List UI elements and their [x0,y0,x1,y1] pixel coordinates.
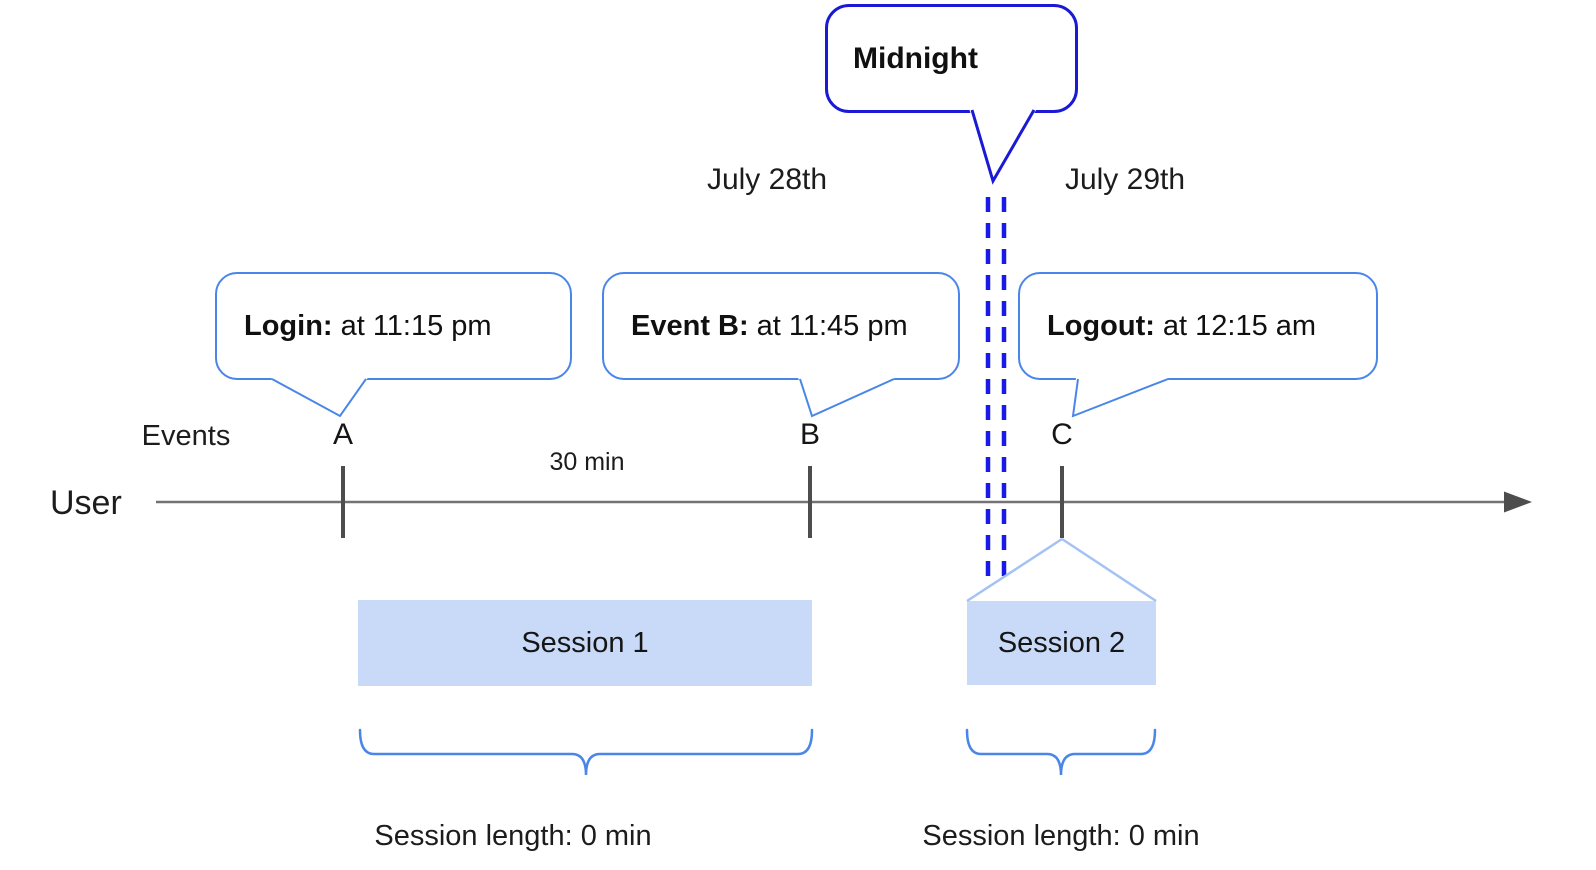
midnight-callout-label: Midnight [853,41,978,75]
session-1-length-label: Session length: 0 min [374,820,652,852]
logout-callout-time: at 12:15 am [1162,309,1317,342]
event-b-callout-tail [798,377,896,418]
session-2-label: Session 2 [997,626,1126,659]
session-2-length-label: Session length: 0 min [922,820,1200,852]
session-2-box: Session 2 [967,601,1156,685]
login-callout-tail [270,377,368,418]
interval-30min-label: 30 min [549,448,625,476]
session-1-brace [358,728,814,776]
midnight-callout-bubble: Midnight [825,4,1078,113]
login-callout-bubble: Login: at 11:15 pm [215,272,572,380]
user-row-label: User [50,484,122,522]
event-marker-a: A [332,418,353,451]
login-callout-title: Login: [244,309,333,342]
event-b-callout-title: Event B: [631,309,749,342]
session-2-brace [965,728,1157,776]
timeline-arrowhead [1504,491,1532,513]
logout-callout-bubble: Logout: at 12:15 am [1018,272,1378,380]
date-label-july-29: July 29th [1064,163,1186,196]
logout-callout-tail [1071,377,1170,418]
login-callout-time: at 11:15 pm [340,309,492,342]
logout-callout-title: Logout: [1047,309,1155,342]
events-row-label: Events [141,420,231,452]
event-marker-b: B [799,418,820,451]
event-b-callout-time: at 11:45 pm [756,309,908,342]
event-marker-c: C [1051,418,1073,451]
event-b-callout-bubble: Event B: at 11:45 pm [602,272,960,380]
session-2-funnel [966,537,1157,603]
midnight-callout-tail [969,108,1037,185]
date-label-july-28: July 28th [706,163,828,196]
session-1-label: Session 1 [521,626,649,659]
session-1-box: Session 1 [358,600,812,686]
